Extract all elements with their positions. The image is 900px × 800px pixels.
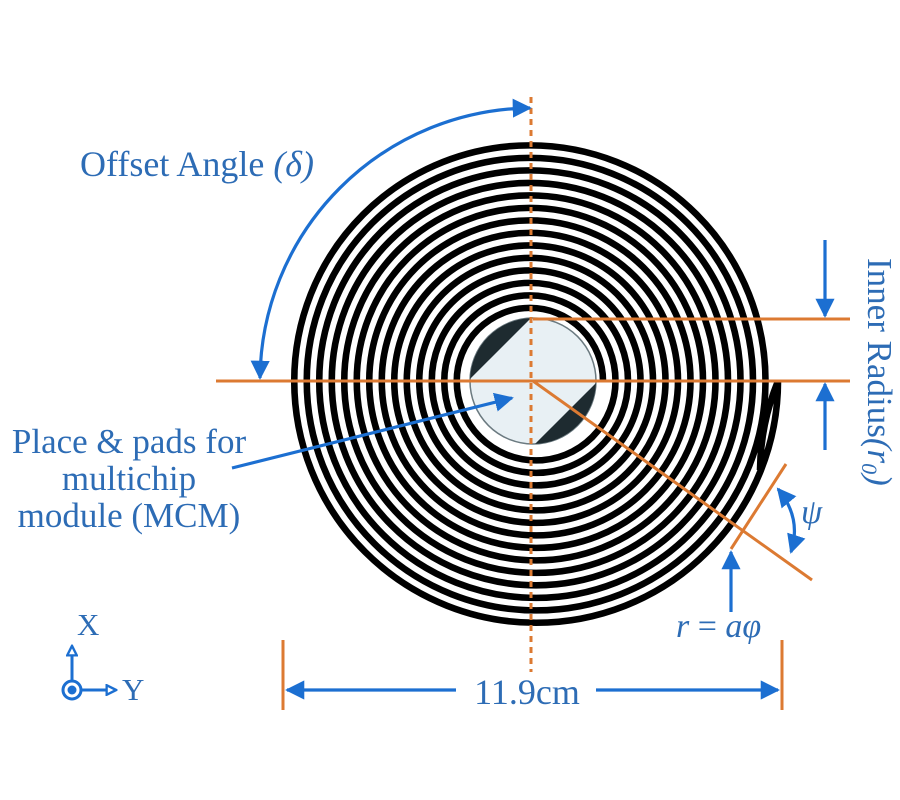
equation-rhs: aφ bbox=[725, 608, 761, 645]
feed-pad-lower-right bbox=[535, 383, 596, 444]
offset-angle-label: Offset Angle (δ) bbox=[80, 144, 314, 184]
diameter-label: 11.9cm bbox=[474, 672, 580, 712]
psi-label: ψ bbox=[801, 494, 823, 531]
inner-radius-text: Inner Radius bbox=[860, 258, 899, 438]
paren-close: ) bbox=[860, 472, 899, 486]
equation-equals: = bbox=[689, 608, 725, 645]
mcm-label-line-3: module (MCM) bbox=[18, 496, 241, 535]
subscript-zero: 0 bbox=[857, 463, 882, 474]
equation-lhs: r bbox=[676, 608, 690, 645]
axis-y-label: Y bbox=[122, 672, 144, 707]
tangent-line bbox=[729, 463, 788, 550]
mcm-label-line-2: multichip bbox=[62, 459, 196, 498]
paren-open: ( bbox=[860, 438, 899, 452]
coordinate-axes-icon bbox=[61, 647, 115, 701]
mcm-label: Place & pads for multichip module (MCM) bbox=[12, 422, 247, 535]
delta-symbol: (δ) bbox=[273, 144, 314, 184]
offset-angle-arrow bbox=[250, 98, 532, 380]
mcm-label-line-1: Place & pads for bbox=[12, 422, 247, 461]
annotation-arrows bbox=[231, 98, 835, 700]
inner-radius-label: Inner Radius(r0) bbox=[857, 258, 899, 486]
z-axis-dot bbox=[67, 685, 77, 695]
psi-angle-arrow bbox=[776, 487, 806, 554]
axis-x-label: X bbox=[77, 607, 99, 642]
r-symbol: r bbox=[860, 449, 899, 463]
guide-lines bbox=[216, 97, 850, 710]
mcm-pointer-arrow bbox=[231, 392, 514, 470]
offset-angle-text: Offset Angle bbox=[80, 144, 273, 184]
spiral-equation-label: r = aφ bbox=[676, 608, 761, 645]
radial-line bbox=[532, 379, 813, 582]
